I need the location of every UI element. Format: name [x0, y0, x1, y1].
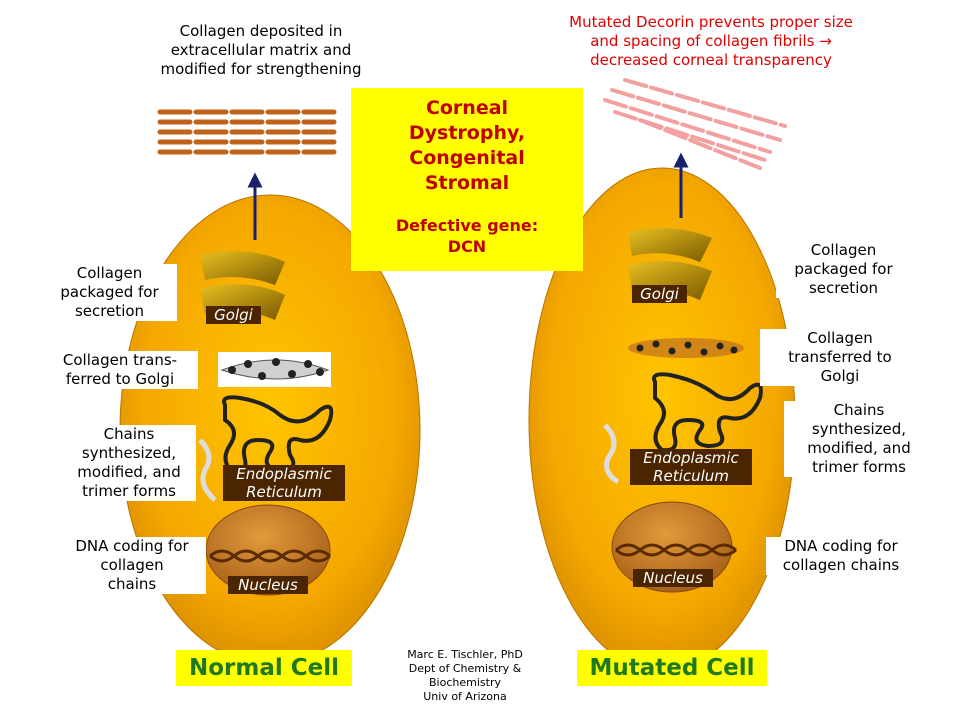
author-credit: Marc E. Tischler, PhD Dept of Chemistry …	[407, 648, 523, 703]
normal-nucleus-label: Nucleus	[228, 576, 308, 594]
normal-transport-vesicles	[218, 352, 331, 387]
defective-gene: Defective gene: DCN	[395, 216, 539, 256]
normal-collagen-fibrils	[157, 109, 343, 155]
mutated-dna-strand	[615, 543, 737, 557]
normal-dna-strand	[209, 549, 331, 563]
normal-step-packaged: Collagen packaged for secretion	[42, 264, 177, 321]
mutated-er-label: Endoplasmic Reticulum	[630, 449, 752, 485]
normal-er-label: Endoplasmic Reticulum	[223, 465, 345, 501]
normal-trimer-shape	[198, 438, 217, 502]
mutated-collagen-caption: Mutated Decorin prevents proper size and…	[569, 13, 853, 69]
mutated-step-packaged: Collagen packaged for secretion	[776, 241, 911, 298]
mutated-golgi-label: Golgi	[632, 285, 687, 303]
disease-title: Corneal Dystrophy, Congenital Stromal	[408, 97, 526, 194]
normal-step-transferred: Collagen trans- ferred to Golgi	[42, 351, 198, 389]
mutated-step-transferred: Collagen transferred to Golgi	[760, 329, 920, 386]
mutated-cell-label: Mutated Cell	[577, 650, 767, 686]
normal-collagen-caption: Collagen deposited in extracellular matr…	[160, 22, 362, 78]
mutated-golgi-shape	[628, 228, 712, 300]
normal-cell-label: Normal Cell	[176, 650, 352, 686]
normal-step-dna: DNA coding for collagen chains	[58, 537, 206, 594]
normal-golgi-label: Golgi	[206, 306, 261, 324]
mutated-trimer-shape	[603, 423, 620, 485]
normal-step-chains: Chains synthesized, modified, and trimer…	[62, 425, 196, 501]
mutated-step-dna: DNA coding for collagen chains	[766, 537, 916, 575]
mutated-nucleus-label: Nucleus	[633, 569, 713, 587]
mutated-transport-band	[628, 338, 744, 358]
mutated-step-chains: Chains synthesized, modified, and trimer…	[784, 401, 934, 477]
mutated-collagen-fibrils	[603, 78, 787, 170]
title-box: Corneal Dystrophy, Congenital Stromal De…	[351, 88, 583, 271]
